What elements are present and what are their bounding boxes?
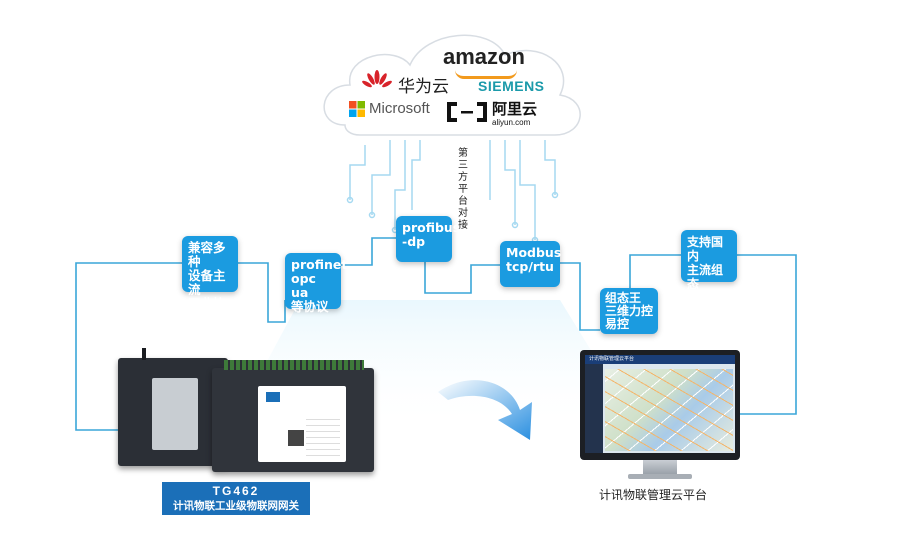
- spec-table: [306, 416, 340, 456]
- screen-map: [605, 369, 733, 451]
- siemens-logo: SIEMENS: [478, 78, 545, 94]
- huawei-text: 华为云: [398, 77, 449, 97]
- device-name: 计讯物联工业级物联网网关: [173, 500, 299, 512]
- screen-header: 计讯物联管理云平台: [585, 355, 735, 364]
- circuit-traces: [346, 140, 559, 244]
- platform-label: 计讯物联管理云平台: [599, 488, 708, 502]
- huawei-petal-icon: [362, 70, 392, 88]
- monitor-stand: [643, 460, 677, 474]
- box-support: 支持国内 主流组态 软件: [681, 230, 737, 305]
- monitor: 计讯物联管理云平台: [580, 350, 740, 460]
- screen-sidebar: [585, 364, 603, 453]
- connector-lines: [75, 237, 797, 431]
- box-protocols: 兼容多种 设备主流 工业协议: [182, 236, 238, 325]
- flow-arrow: [438, 380, 532, 440]
- monitor-base: [628, 474, 692, 479]
- microsoft-windows-icon: [349, 101, 365, 117]
- antenna-icon: [142, 348, 146, 360]
- aliyun-logo: [445, 100, 489, 128]
- monitor-screen: 计讯物联管理云平台: [585, 355, 735, 453]
- box-profinet: profinet opc ua 等协议: [285, 253, 347, 314]
- amazon-smile-icon: [455, 70, 517, 79]
- amazon-logo: amazon: [443, 44, 525, 79]
- box-modbus: Modbus tcp/rtu: [500, 241, 561, 287]
- cloud-shape: [323, 34, 581, 136]
- map-roads: [605, 369, 733, 451]
- aliyun-subtext: aliyun.com: [492, 118, 531, 127]
- device-screen: [152, 378, 198, 450]
- screen-title: 计讯物联管理云平台: [589, 356, 635, 362]
- device-label-plate: [258, 386, 346, 462]
- gateway-device-back: [118, 348, 228, 466]
- qr-code-icon: [288, 430, 304, 446]
- gateway-device-front: [212, 360, 374, 472]
- aliyun-text: 阿里云: [492, 100, 538, 118]
- box-profibus: profibus -dp: [396, 216, 460, 262]
- device-terminal-strip: [224, 360, 364, 370]
- aliyun-bracket-icon: [447, 102, 487, 122]
- tg-logo-icon: [266, 392, 280, 402]
- third-party-label: 第三方平台对接: [458, 148, 468, 231]
- device-label: TG462 计讯物联工业级物联网网关: [162, 482, 310, 515]
- box-config: 组态王 三维力控 易控: [600, 288, 658, 334]
- amazon-text: amazon: [443, 44, 525, 69]
- microsoft-text: Microsoft: [369, 100, 430, 117]
- microsoft-logo: [349, 101, 365, 121]
- device-model: TG462: [212, 484, 260, 498]
- huawei-logo: [362, 70, 392, 96]
